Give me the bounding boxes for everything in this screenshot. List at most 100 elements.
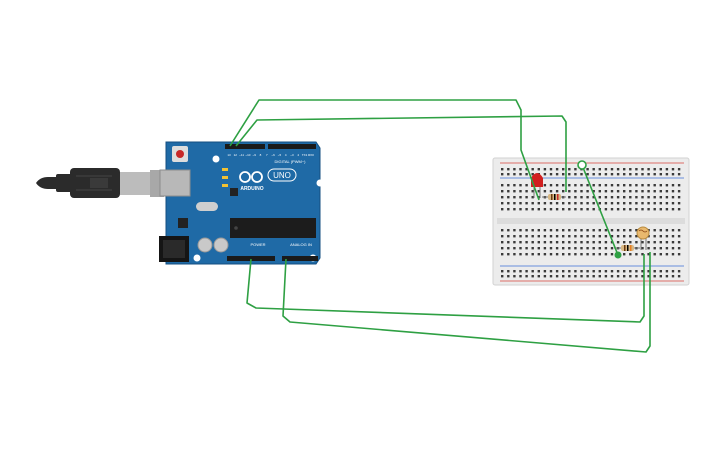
breadboard-rail-hole[interactable] xyxy=(501,168,504,171)
breadboard-hole[interactable] xyxy=(513,229,516,232)
breadboard-hole[interactable] xyxy=(562,235,565,238)
photoresistor[interactable] xyxy=(636,226,650,250)
breadboard-hole[interactable] xyxy=(592,235,595,238)
breadboard-hole[interactable] xyxy=(653,196,656,199)
breadboard-hole[interactable] xyxy=(653,247,656,250)
breadboard-hole[interactable] xyxy=(555,208,559,211)
breadboard-rail-hole[interactable] xyxy=(525,270,528,273)
breadboard-rail-hole[interactable] xyxy=(659,270,662,273)
breadboard-hole[interactable] xyxy=(598,247,601,250)
breadboard-hole[interactable] xyxy=(604,196,608,199)
breadboard-hole[interactable] xyxy=(531,253,534,256)
breadboard-hole[interactable] xyxy=(580,253,583,256)
breadboard-hole[interactable] xyxy=(549,202,553,205)
breadboard-rail-hole[interactable] xyxy=(568,275,571,278)
breadboard-hole[interactable] xyxy=(653,229,656,232)
breadboard-rail-hole[interactable] xyxy=(586,168,589,171)
breadboard-rail-hole[interactable] xyxy=(537,275,540,278)
breadboard-rail-hole[interactable] xyxy=(519,168,522,171)
breadboard-hole[interactable] xyxy=(549,235,553,238)
breadboard-rail-hole[interactable] xyxy=(525,173,528,176)
breadboard-rail-hole[interactable] xyxy=(659,168,662,171)
breadboard-hole[interactable] xyxy=(671,247,675,250)
breadboard-hole[interactable] xyxy=(507,190,510,193)
breadboard-hole[interactable] xyxy=(671,196,675,199)
breadboard-rail-hole[interactable] xyxy=(604,270,608,273)
breadboard-hole[interactable] xyxy=(653,253,656,256)
breadboard-hole[interactable] xyxy=(543,241,547,244)
breadboard-hole[interactable] xyxy=(665,208,669,211)
breadboard-hole[interactable] xyxy=(604,229,608,232)
breadboard-hole[interactable] xyxy=(592,190,595,193)
breadboard-hole[interactable] xyxy=(507,229,510,232)
breadboard-hole[interactable] xyxy=(647,190,650,193)
breadboard-hole[interactable] xyxy=(677,202,681,205)
breadboard-hole[interactable] xyxy=(513,235,516,238)
breadboard-hole[interactable] xyxy=(501,229,504,232)
breadboard-hole[interactable] xyxy=(501,208,504,211)
breadboard-hole[interactable] xyxy=(543,235,547,238)
breadboard-hole[interactable] xyxy=(610,241,614,244)
breadboard-hole[interactable] xyxy=(641,190,644,193)
breadboard-hole[interactable] xyxy=(555,241,559,244)
breadboard-hole[interactable] xyxy=(525,184,528,187)
breadboard-rail-hole[interactable] xyxy=(586,275,589,278)
breadboard-hole[interactable] xyxy=(629,190,632,193)
breadboard-hole[interactable] xyxy=(635,208,638,211)
breadboard-hole[interactable] xyxy=(665,202,669,205)
breadboard-hole[interactable] xyxy=(598,190,601,193)
breadboard-rail-hole[interactable] xyxy=(659,173,662,176)
breadboard-hole[interactable] xyxy=(616,196,620,199)
breadboard-rail-hole[interactable] xyxy=(647,173,650,176)
breadboard-hole[interactable] xyxy=(671,253,675,256)
breadboard-hole[interactable] xyxy=(623,196,626,199)
breadboard-hole[interactable] xyxy=(635,253,638,256)
breadboard-rail-hole[interactable] xyxy=(629,270,632,273)
breadboard-hole[interactable] xyxy=(549,247,553,250)
breadboard-hole[interactable] xyxy=(562,247,565,250)
breadboard-hole[interactable] xyxy=(531,202,534,205)
breadboard-hole[interactable] xyxy=(537,241,540,244)
breadboard-rail-hole[interactable] xyxy=(574,173,577,176)
breadboard-hole[interactable] xyxy=(604,208,608,211)
breadboard-hole[interactable] xyxy=(549,253,553,256)
breadboard-hole[interactable] xyxy=(507,235,510,238)
breadboard-rail-hole[interactable] xyxy=(562,270,565,273)
breadboard-hole[interactable] xyxy=(519,190,522,193)
breadboard-hole[interactable] xyxy=(586,241,589,244)
breadboard-rail-hole[interactable] xyxy=(647,168,650,171)
breadboard-hole[interactable] xyxy=(586,196,589,199)
breadboard-hole[interactable] xyxy=(507,208,510,211)
breadboard-hole[interactable] xyxy=(519,253,522,256)
breadboard-hole[interactable] xyxy=(525,202,528,205)
breadboard-hole[interactable] xyxy=(525,241,528,244)
breadboard-hole[interactable] xyxy=(525,253,528,256)
breadboard-rail-hole[interactable] xyxy=(531,275,534,278)
wire-endpoint[interactable] xyxy=(577,160,587,170)
breadboard-hole[interactable] xyxy=(543,190,547,193)
breadboard-hole[interactable] xyxy=(586,208,589,211)
breadboard-rail-hole[interactable] xyxy=(555,173,559,176)
breadboard-hole[interactable] xyxy=(543,229,547,232)
breadboard-rail-hole[interactable] xyxy=(647,275,650,278)
breadboard-hole[interactable] xyxy=(641,247,644,250)
breadboard-rail-hole[interactable] xyxy=(659,275,662,278)
breadboard-hole[interactable] xyxy=(629,202,632,205)
breadboard-hole[interactable] xyxy=(531,190,534,193)
breadboard-hole[interactable] xyxy=(519,247,522,250)
breadboard-hole[interactable] xyxy=(531,241,534,244)
breadboard-hole[interactable] xyxy=(610,184,614,187)
breadboard-hole[interactable] xyxy=(543,202,547,205)
breadboard-rail-hole[interactable] xyxy=(635,168,638,171)
breadboard-hole[interactable] xyxy=(653,190,656,193)
breadboard-rail-hole[interactable] xyxy=(501,270,504,273)
breadboard-hole[interactable] xyxy=(677,196,681,199)
breadboard-hole[interactable] xyxy=(671,184,675,187)
breadboard-hole[interactable] xyxy=(562,190,565,193)
breadboard-hole[interactable] xyxy=(592,196,595,199)
breadboard-hole[interactable] xyxy=(574,190,577,193)
breadboard-hole[interactable] xyxy=(629,229,632,232)
breadboard-hole[interactable] xyxy=(562,202,565,205)
breadboard-hole[interactable] xyxy=(610,235,614,238)
breadboard-hole[interactable] xyxy=(677,229,681,232)
